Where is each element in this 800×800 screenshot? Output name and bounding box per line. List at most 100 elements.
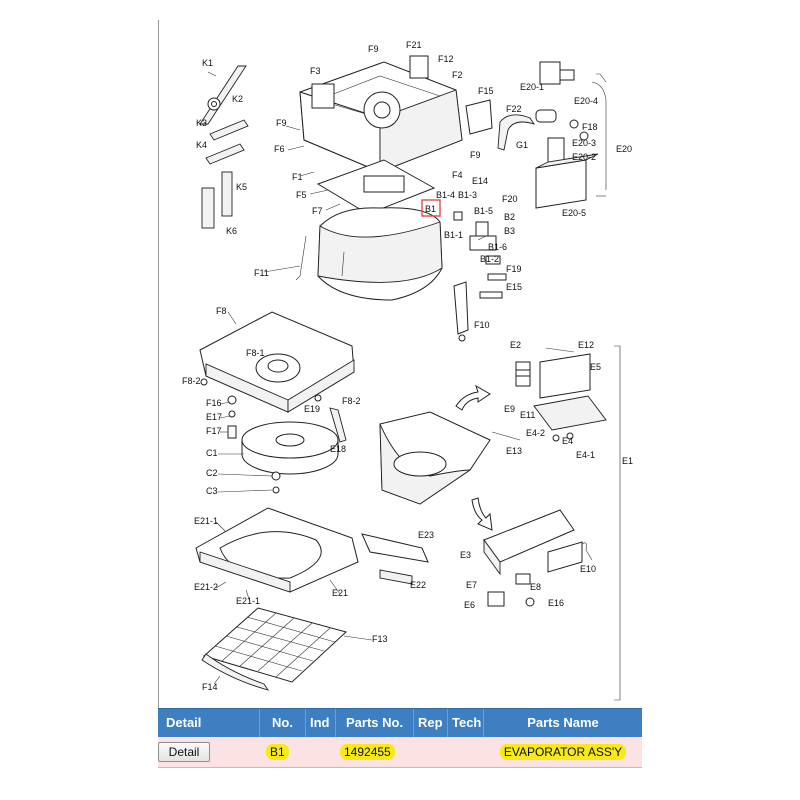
detail-button[interactable]: Detail bbox=[158, 742, 210, 762]
page-left-border bbox=[158, 20, 159, 708]
col-header-no[interactable]: No. bbox=[260, 709, 306, 737]
label-e20-1: E20-1 bbox=[520, 82, 544, 92]
label-b3: B3 bbox=[504, 226, 515, 236]
label-k2: K2 bbox=[232, 94, 243, 104]
label-e21: E21 bbox=[332, 588, 348, 598]
parts-no-highlight: 1492455 bbox=[340, 744, 395, 760]
cell-no: B1 bbox=[266, 737, 306, 767]
part-f8-chassis bbox=[199, 311, 355, 413]
part-c1-fan bbox=[241, 421, 339, 494]
cell-parts-name: EVAPORATOR ASS'Y bbox=[484, 737, 642, 767]
label-f8-2-right: F8-2 bbox=[342, 396, 361, 406]
label-f13: F13 bbox=[372, 634, 388, 644]
label-e3: E3 bbox=[460, 550, 471, 560]
label-e17: E17 bbox=[206, 412, 222, 422]
label-e20-5: E20-5 bbox=[562, 208, 586, 218]
label-k5: K5 bbox=[236, 182, 247, 192]
cell-parts-no: 1492455 bbox=[340, 737, 414, 767]
part-b1-evaporator bbox=[295, 207, 443, 301]
part-e20-pump-assembly bbox=[535, 61, 607, 209]
label-e16: E16 bbox=[548, 598, 564, 608]
label-b1-3: B1-3 bbox=[458, 190, 477, 200]
label-f1: F1 bbox=[292, 172, 303, 182]
label-e1: E1 bbox=[622, 456, 633, 466]
part-k3-insulation bbox=[209, 119, 249, 141]
label-c1: C1 bbox=[206, 448, 218, 458]
label-b1-1: B1-1 bbox=[444, 230, 463, 240]
label-f7: F7 bbox=[312, 206, 323, 216]
label-e20: E20 bbox=[616, 144, 632, 154]
arrow-to-control-box bbox=[471, 497, 493, 531]
label-f16: F16 bbox=[206, 398, 222, 408]
label-c2: C2 bbox=[206, 468, 218, 478]
parts-name-highlight: EVAPORATOR ASS'Y bbox=[499, 744, 627, 760]
label-e4-1: E4-1 bbox=[576, 450, 595, 460]
label-f8-1: F8-1 bbox=[246, 348, 265, 358]
label-b1-5: B1-5 bbox=[474, 206, 493, 216]
exploded-parts-diagram: K1 K2 K3 K4 K5 K6 F9 F21 F12 F3 F2 F15 F… bbox=[182, 40, 633, 701]
label-e23: E23 bbox=[418, 530, 434, 540]
label-e13: E13 bbox=[506, 446, 522, 456]
col-header-parts-no[interactable]: Parts No. bbox=[336, 709, 414, 737]
label-b1: B1 bbox=[425, 204, 436, 214]
selected-part-marker[interactable] bbox=[421, 199, 441, 217]
label-f21: F21 bbox=[406, 40, 422, 50]
parts-table-header: Detail No. Ind Parts No. Rep Tech Parts … bbox=[158, 708, 642, 737]
part-f14-handle bbox=[201, 653, 270, 691]
label-e15: E15 bbox=[506, 282, 522, 292]
label-f11: F11 bbox=[254, 268, 269, 278]
label-f19: F19 bbox=[506, 264, 522, 274]
col-header-ind[interactable]: Ind bbox=[306, 709, 336, 737]
col-header-rep[interactable]: Rep bbox=[414, 709, 448, 737]
label-b1-2: B1-2 bbox=[480, 254, 499, 264]
label-e4: E4 bbox=[562, 436, 573, 446]
part-small-fasteners bbox=[200, 378, 347, 443]
part-f10-pipe-cover bbox=[453, 281, 469, 342]
col-header-parts-name[interactable]: Parts Name bbox=[527, 715, 599, 730]
part-f22-pipe bbox=[497, 109, 557, 151]
label-f6: F6 bbox=[274, 144, 285, 154]
table-row[interactable]: Detail B1 1492455 EVAPORATOR ASS'Y bbox=[158, 737, 642, 768]
label-e19: E19 bbox=[304, 404, 320, 414]
part-f7-drain-pan bbox=[316, 159, 436, 215]
diagram-labels: K1 K2 K3 K4 K5 K6 F9 F21 F12 F3 F2 F15 F… bbox=[182, 40, 633, 692]
col-header-detail[interactable]: Detail bbox=[158, 709, 260, 737]
part-number-highlight: B1 bbox=[266, 744, 289, 760]
col-header-tech[interactable]: Tech bbox=[448, 709, 484, 737]
label-g1: G1 bbox=[516, 140, 528, 150]
label-e21-1-bottom: E21-1 bbox=[236, 596, 260, 606]
label-e20-2: E20-2 bbox=[572, 152, 596, 162]
label-e4-2: E4-2 bbox=[526, 428, 545, 438]
part-f15-bracket bbox=[465, 99, 493, 135]
part-e2-pcb-group bbox=[515, 345, 621, 701]
label-f9-right: F9 bbox=[470, 150, 481, 160]
label-e10: E10 bbox=[580, 564, 596, 574]
part-k5-pad bbox=[221, 171, 233, 217]
label-f12: F12 bbox=[438, 54, 454, 64]
label-k6: K6 bbox=[226, 226, 237, 236]
label-f3: F3 bbox=[310, 66, 321, 76]
part-k6-pad bbox=[201, 187, 215, 229]
leader-lines bbox=[213, 125, 487, 685]
label-f8-2-left: F8-2 bbox=[182, 376, 201, 386]
label-f4: F4 bbox=[452, 170, 463, 180]
part-e13-wire bbox=[491, 431, 521, 441]
label-e8: E8 bbox=[530, 582, 541, 592]
label-e11: E11 bbox=[520, 410, 535, 420]
label-e12: E12 bbox=[578, 340, 594, 350]
part-k2-clamp bbox=[207, 97, 221, 111]
label-e18: E18 bbox=[330, 444, 346, 454]
label-f17: F17 bbox=[206, 426, 222, 436]
label-f10: F10 bbox=[474, 320, 490, 330]
label-k3: K3 bbox=[196, 118, 207, 128]
cell-detail: Detail bbox=[158, 737, 260, 767]
label-f9-top: F9 bbox=[368, 44, 379, 54]
label-f8: F8 bbox=[216, 306, 227, 316]
label-e20-4: E20-4 bbox=[574, 96, 598, 106]
label-f2: F2 bbox=[452, 70, 463, 80]
part-e23-e22-duct bbox=[361, 533, 429, 585]
arrow-to-electrical-box bbox=[455, 384, 491, 411]
part-cabinet-box bbox=[299, 55, 463, 173]
cell-tech bbox=[448, 737, 484, 767]
label-c3: C3 bbox=[206, 486, 218, 496]
